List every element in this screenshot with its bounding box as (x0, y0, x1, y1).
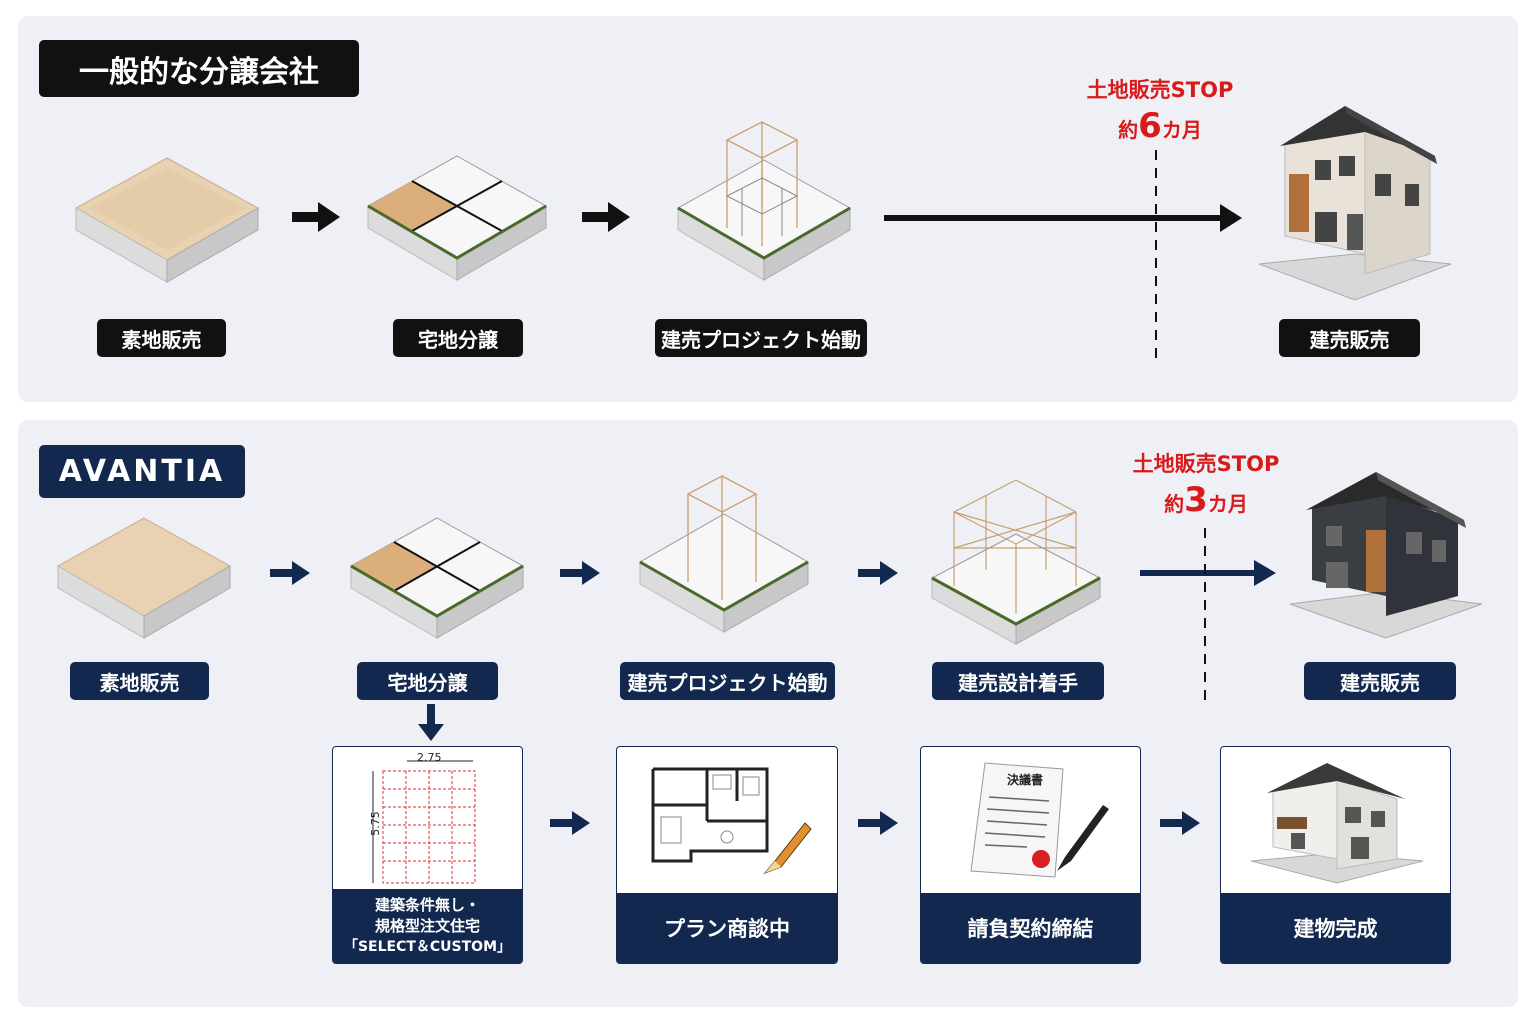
dim-left-label: 5.75 (368, 811, 382, 836)
step-project-start: 建売プロジェクト始動 (655, 319, 867, 357)
arrow-icon (858, 561, 898, 585)
card-caption: プラン商談中 (617, 893, 837, 963)
raw-land-tile (74, 157, 260, 283)
stop-dashed-line (1155, 150, 1157, 362)
step-design-start: 建売設計着手 (932, 662, 1104, 700)
project-start-tile (638, 475, 810, 633)
down-arrow-icon (418, 704, 444, 741)
floor-plan-icon (651, 767, 812, 875)
arrow-icon (560, 561, 600, 585)
document-title: 決議書 (1007, 773, 1044, 787)
card-caption: 建築条件無し・ 規格型注文住宅 「SELECT＆CUSTOM」 (333, 889, 522, 963)
card-plan-meeting: プラン商談中 (616, 746, 838, 964)
top-stop-annotation: 土地販売STOP 約6カ月 (1070, 74, 1250, 146)
step-house-sale: 建売販売 (1279, 319, 1420, 357)
card-caption: 請負契約締結 (921, 893, 1140, 963)
long-arrow-icon (1140, 560, 1276, 586)
stop-dashed-line (1204, 528, 1206, 700)
step-raw-land-sale: 素地販売 (70, 662, 209, 700)
project-start-tile (676, 121, 852, 281)
step-project-start: 建売プロジェクト始動 (620, 662, 835, 700)
stop-label: 土地販売STOP (1086, 78, 1234, 102)
completed-house-icon (1250, 763, 1424, 884)
bottom-stop-annotation: 土地販売STOP 約3カ月 (1116, 448, 1296, 520)
stop-label: 土地販売STOP (1132, 452, 1280, 476)
subdivided-land-tile (349, 517, 525, 639)
step-house-sale: 建売販売 (1304, 662, 1456, 700)
long-arrow-icon (884, 204, 1242, 232)
arrow-icon (270, 561, 310, 585)
card-contract: 決議書 請負契約締結 (920, 746, 1141, 964)
dim-top-label: 2.75 (417, 751, 442, 764)
frame-design-tile (930, 479, 1102, 645)
arrow-icon (1160, 811, 1200, 835)
step-raw-land-sale: 素地販売 (97, 319, 226, 357)
card-caption: 建物完成 (1221, 893, 1450, 963)
house-dark-icon (1289, 472, 1483, 639)
contract-document-icon (970, 762, 1109, 878)
arrow-icon (582, 202, 630, 232)
subdivided-land-tile (366, 155, 548, 281)
house-beige-icon (1258, 106, 1452, 301)
card-select-custom: 2.75 5.75 建築条件無し・ 規格型注文住宅 「SELECT＆CUSTOM… (332, 746, 523, 964)
raw-land-tile (56, 517, 232, 639)
general-company-title: 一般的な分譲会社 (39, 40, 359, 97)
step-subdivision: 宅地分譲 (357, 662, 498, 700)
card-completion: 建物完成 (1220, 746, 1451, 964)
avantia-title: AVANTIA (39, 445, 245, 498)
arrow-icon (292, 202, 340, 232)
arrow-icon (858, 811, 898, 835)
grid-plan-icon (372, 760, 476, 884)
step-subdivision: 宅地分譲 (393, 319, 523, 357)
arrow-icon (550, 811, 590, 835)
